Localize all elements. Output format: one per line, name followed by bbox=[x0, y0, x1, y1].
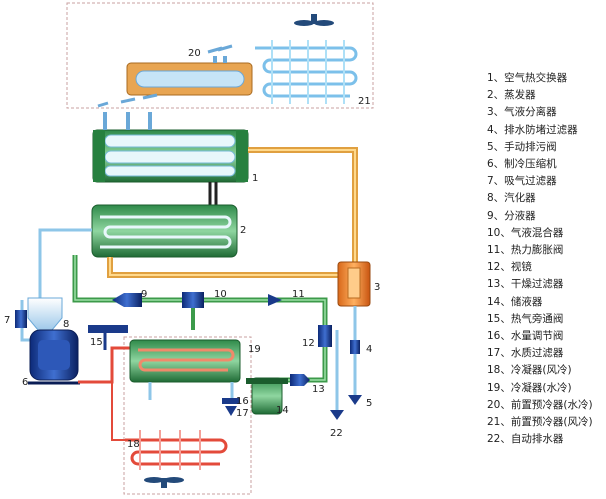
precooler-air-cooled bbox=[255, 40, 358, 104]
callout-16: 16 bbox=[236, 396, 249, 407]
thermal-expansion-valve bbox=[268, 294, 282, 306]
component-legend: 1、空气热交换器 2、蒸发器 3、气液分离器 4、排水防堵过滤器 5、手动排污阀… bbox=[487, 70, 605, 448]
callout-5: 5 bbox=[366, 398, 372, 409]
callout-14: 14 bbox=[276, 405, 289, 416]
legend-item: 2、蒸发器 bbox=[487, 89, 536, 102]
callout-17: 17 bbox=[236, 408, 249, 419]
legend-item: 21、前置预冷器(风冷) bbox=[487, 416, 593, 429]
gas-liquid-separator bbox=[337, 261, 371, 307]
water-quality-filter bbox=[225, 406, 237, 416]
callout-4: 4 bbox=[366, 344, 372, 355]
gas-liquid-mixer bbox=[182, 292, 204, 308]
callout-11: 11 bbox=[292, 289, 305, 300]
legend-item: 4、排水防堵过滤器 bbox=[487, 123, 578, 136]
legend-item: 14、储液器 bbox=[487, 295, 543, 308]
condenser-air-cooled bbox=[125, 430, 228, 470]
legend-item: 20、前置预冷器(水冷) bbox=[487, 398, 593, 411]
legend-item: 1、空气热交换器 bbox=[487, 72, 568, 84]
legend-item: 18、冷凝器(风冷) bbox=[487, 364, 572, 377]
callout-7: 7 bbox=[4, 315, 10, 326]
legend-item: 8、汽化器 bbox=[487, 192, 536, 205]
legend-item: 13、干燥过滤器 bbox=[487, 278, 564, 291]
callout-12: 12 bbox=[302, 338, 315, 349]
fan-icon bbox=[144, 477, 184, 488]
sight-glass bbox=[318, 325, 332, 347]
legend-item: 7、吸气过滤器 bbox=[487, 175, 557, 188]
condenser-water-cooled bbox=[129, 339, 241, 383]
legend-item: 15、热气旁通阀 bbox=[487, 312, 564, 325]
callout-8: 8 bbox=[63, 319, 69, 330]
callout-18: 18 bbox=[127, 439, 140, 450]
legend-item: 5、手动排污阀 bbox=[487, 140, 557, 153]
legend-item: 6、制冷压缩机 bbox=[487, 158, 557, 171]
suction-filter bbox=[15, 310, 27, 328]
legend-item: 12、视镜 bbox=[487, 261, 532, 274]
drain-clog-filter bbox=[350, 340, 360, 354]
evaporator bbox=[91, 204, 238, 258]
callout-20: 20 bbox=[188, 48, 201, 59]
precooler-water-cooled bbox=[126, 44, 253, 96]
legend-item: 10、气液混合器 bbox=[487, 226, 564, 239]
hot-gas-bypass-valve bbox=[88, 325, 128, 350]
legend-item: 11、热力膨胀阀 bbox=[487, 244, 564, 257]
water-cooled-condenser-region bbox=[123, 336, 252, 495]
callout-2: 2 bbox=[240, 225, 246, 236]
water-regulating-valve bbox=[222, 398, 240, 404]
dryer-filter bbox=[290, 374, 310, 386]
vaporizer bbox=[27, 297, 63, 331]
legend-item: 19、冷凝器(水冷) bbox=[487, 381, 572, 394]
auto-drain bbox=[330, 410, 344, 420]
callout-19: 19 bbox=[248, 344, 261, 355]
callout-21: 21 bbox=[358, 96, 371, 107]
legend-item: 9、分液器 bbox=[487, 209, 536, 222]
callout-1: 1 bbox=[252, 173, 258, 184]
callout-22: 22 bbox=[330, 428, 343, 439]
legend-item: 22、自动排水器 bbox=[487, 433, 564, 446]
legend-item: 3、气液分离器 bbox=[487, 106, 557, 119]
air-cooled-precooler-region bbox=[66, 2, 374, 109]
callout-10: 10 bbox=[214, 289, 227, 300]
liquid-receiver bbox=[246, 377, 288, 415]
legend-item: 17、水质过滤器 bbox=[487, 347, 564, 360]
air-heat-exchanger bbox=[92, 93, 249, 183]
callout-6: 6 bbox=[22, 377, 28, 388]
fan-icon bbox=[294, 14, 334, 26]
callout-15: 15 bbox=[90, 337, 103, 348]
callout-9: 9 bbox=[141, 289, 147, 300]
callout-13: 13 bbox=[312, 384, 325, 395]
callout-3: 3 bbox=[374, 282, 380, 293]
distributor bbox=[112, 293, 142, 307]
manual-drain-valve bbox=[348, 395, 362, 405]
refrigeration-compressor bbox=[28, 329, 80, 385]
legend-item: 16、水量调节阀 bbox=[487, 330, 564, 343]
